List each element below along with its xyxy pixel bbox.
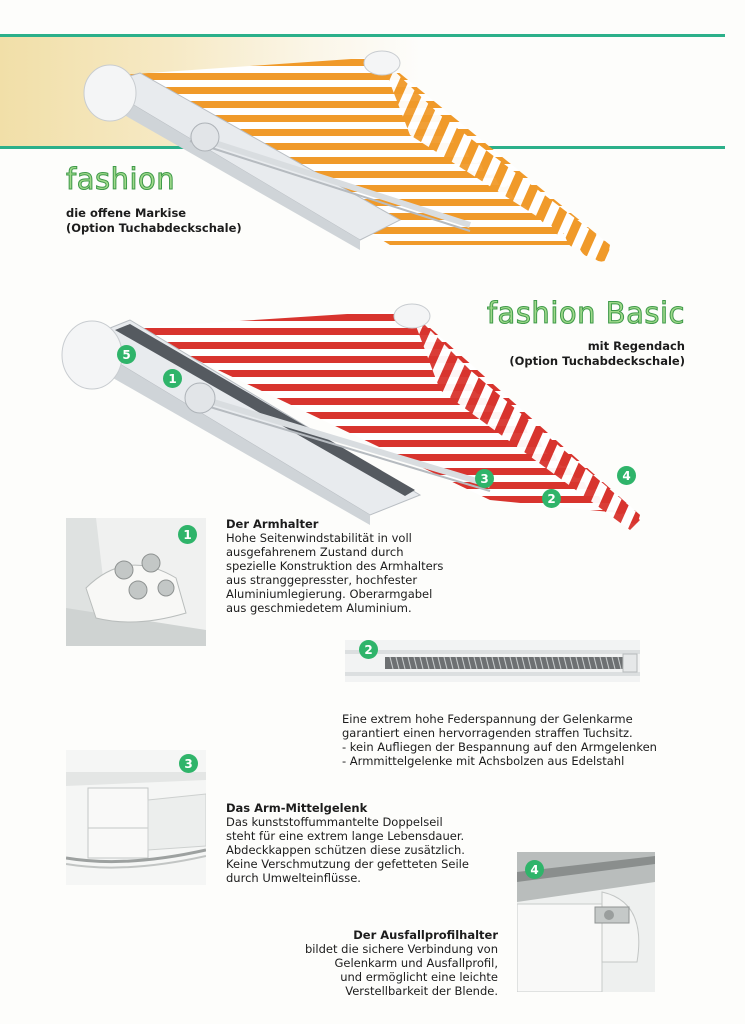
fashion-line-2: (Option Tuchabdeckschale) xyxy=(66,221,242,235)
callout-badge-1-photo: 1 xyxy=(178,525,197,544)
armhalter-text: Der Armhalter Hohe Seitenwindstabilität … xyxy=(226,517,443,615)
ausfall-line: und ermöglicht eine leichte xyxy=(340,970,498,984)
callout-badge-2-photo: 2 xyxy=(359,640,378,659)
feder-text: Eine extrem hohe Federspannung der Gelen… xyxy=(342,712,657,768)
product-title-fashion: fashion xyxy=(65,162,176,197)
photo-mittelgelenk: 3 xyxy=(66,750,206,885)
mittelgelenk-text: Das Arm-Mittelgelenk Das kunststoffumman… xyxy=(226,801,469,885)
ausfall-line: bildet die sichere Verbindung von xyxy=(304,942,498,956)
awning-fashion-illustration xyxy=(83,50,610,262)
photo-armhalter: 1 xyxy=(66,518,206,646)
callout-badge-3-photo: 3 xyxy=(179,754,198,773)
feder-line: - Armmittelgelenke mit Achsbolzen aus Ed… xyxy=(342,754,625,768)
awning-fashion-basic-illustration xyxy=(61,303,640,530)
basic-line-2: (Option Tuchabdeckschale) xyxy=(509,354,685,368)
armhalter-line: aus geschmiedetem Aluminium. xyxy=(226,601,412,615)
product-title-fashion-basic: fashion Basic xyxy=(486,296,685,331)
product-subtitle-fashion-basic: mit Regendach (Option Tuchabdeckschale) xyxy=(509,339,685,369)
feder-line: Eine extrem hohe Federspannung der Gelen… xyxy=(342,712,633,726)
callout-badge-4-photo: 4 xyxy=(525,860,544,879)
callout-badge-3: 3 xyxy=(475,469,494,488)
mittelgelenk-title: Das Arm-Mittelgelenk xyxy=(226,801,368,815)
armhalter-line: Aluminiumlegierung. Oberarmgabel xyxy=(226,587,433,601)
armhalter-title: Der Armhalter xyxy=(226,517,319,531)
product-subtitle-fashion: die offene Markise (Option Tuchabdecksch… xyxy=(66,206,242,236)
mittelgelenk-line: Abdeckkappen schützen diese zusätzlich. xyxy=(226,843,465,857)
feder-line: garantiert einen hervorragenden straffen… xyxy=(342,726,633,740)
photo-feder: 2 xyxy=(345,640,640,682)
armhalter-line: Hohe Seitenwindstabilität in voll xyxy=(226,531,412,545)
callout-badge-4: 4 xyxy=(617,466,636,485)
feder-line: - kein Aufliegen der Bespannung auf den … xyxy=(342,740,657,754)
armhalter-line: spezielle Konstruktion des Armhalters xyxy=(226,559,444,573)
callout-badge-5: 5 xyxy=(117,345,136,364)
callout-badge-1: 1 xyxy=(163,369,182,388)
ausfall-line: Verstellbarkeit der Blende. xyxy=(345,984,498,998)
photo-ausfallprofilhalter: 4 xyxy=(517,852,655,992)
mittelgelenk-line: Das kunststoffummantelte Doppelseil xyxy=(226,815,443,829)
basic-line-1: mit Regendach xyxy=(587,339,685,353)
fashion-line-1: die offene Markise xyxy=(66,206,187,220)
armhalter-line: aus stranggepresster, hochfester xyxy=(226,573,418,587)
ausfall-line: Gelenkarm und Ausfallprofil, xyxy=(334,956,498,970)
armhalter-line: ausgefahrenem Zustand durch xyxy=(226,545,404,559)
mittelgelenk-line: durch Umwelteinflüsse. xyxy=(226,871,361,885)
band-line-top xyxy=(0,34,725,37)
ausfall-text: Der Ausfallprofilhalter bildet die siche… xyxy=(305,928,498,998)
callout-badge-2: 2 xyxy=(542,489,561,508)
ausfall-title: Der Ausfallprofilhalter xyxy=(353,928,498,942)
mittelgelenk-line: steht für eine extrem lange Lebensdauer. xyxy=(226,829,465,843)
mittelgelenk-line: Keine Verschmutzung der gefetteten Seile xyxy=(226,857,469,871)
